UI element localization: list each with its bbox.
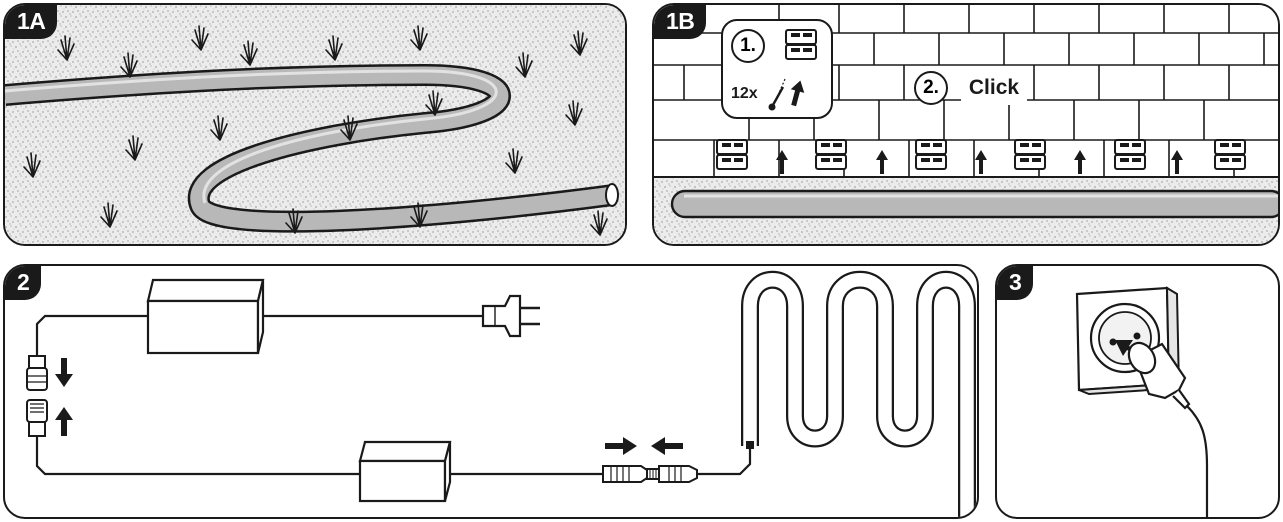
up-arrow-icon bbox=[55, 407, 73, 436]
power-adapter-icon bbox=[358, 440, 452, 503]
cable bbox=[35, 314, 153, 356]
panel-2: 2 bbox=[3, 264, 979, 519]
clip-icon bbox=[785, 29, 817, 60]
cable bbox=[697, 446, 752, 476]
light-tube bbox=[670, 189, 1278, 219]
connector-icon bbox=[26, 355, 48, 437]
cable bbox=[35, 436, 360, 476]
step1-number: 1. bbox=[731, 29, 765, 63]
cable bbox=[1186, 405, 1209, 517]
lawn-illustration bbox=[5, 5, 625, 244]
panel-1a: 1A bbox=[3, 3, 627, 246]
socket-illustration bbox=[1075, 286, 1209, 517]
light-tube bbox=[741, 270, 976, 517]
step2-number: 2. bbox=[914, 71, 948, 105]
screw-icon bbox=[768, 78, 805, 111]
step2-label-box: Click bbox=[961, 71, 1027, 105]
step1-callout: 1. 12x bbox=[721, 19, 833, 119]
step2-label: Click bbox=[968, 76, 1020, 99]
step-badge-2: 2 bbox=[5, 266, 42, 300]
power-adapter-icon bbox=[146, 278, 265, 355]
connector-icon bbox=[602, 465, 698, 483]
step-badge-1a: 1A bbox=[5, 5, 58, 39]
tube-end-icon bbox=[605, 183, 619, 207]
step-badge-1b: 1B bbox=[654, 5, 707, 39]
screw-count: 12x bbox=[731, 85, 758, 102]
panel-1b: 1B 1. 12x 2. Click bbox=[652, 3, 1280, 246]
panel-3: 3 bbox=[995, 264, 1280, 519]
left-arrow-icon bbox=[651, 437, 683, 455]
step-badge-3: 3 bbox=[997, 266, 1034, 300]
plug-icon bbox=[1127, 341, 1191, 410]
plug-icon bbox=[475, 294, 540, 338]
wiring-illustration bbox=[26, 270, 976, 517]
down-arrow-icon bbox=[55, 358, 73, 387]
right-arrow-icon bbox=[605, 437, 637, 455]
